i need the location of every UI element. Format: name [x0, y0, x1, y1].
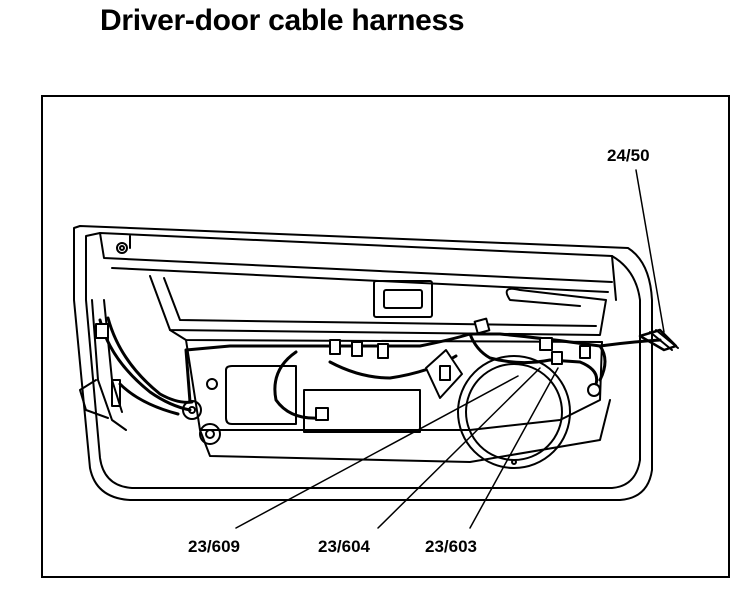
upper-trim	[149, 275, 607, 336]
leader-lines	[235, 169, 665, 529]
callout-23-604: 23/604	[318, 537, 370, 556]
right-boss	[587, 383, 601, 397]
lower-cutout-left	[225, 365, 297, 425]
door-outer-outline	[73, 225, 653, 501]
window-rail	[99, 232, 617, 301]
connectors	[95, 317, 591, 421]
rail-hole-inner	[119, 245, 125, 251]
lower-boss	[199, 423, 221, 445]
page-title: Driver-door cable harness	[100, 4, 465, 37]
speaker-ring	[457, 355, 571, 469]
diagram-frame	[41, 95, 730, 578]
callout-23-609: 23/609	[188, 537, 240, 556]
callout-24-50: 24/50	[607, 146, 650, 165]
rail-hole	[116, 242, 128, 254]
door-inner-outline	[85, 232, 641, 489]
handle-recess	[373, 280, 433, 318]
callout-23-603: 23/603	[425, 537, 477, 556]
inner-panel	[185, 339, 603, 431]
small-hole	[206, 378, 218, 390]
